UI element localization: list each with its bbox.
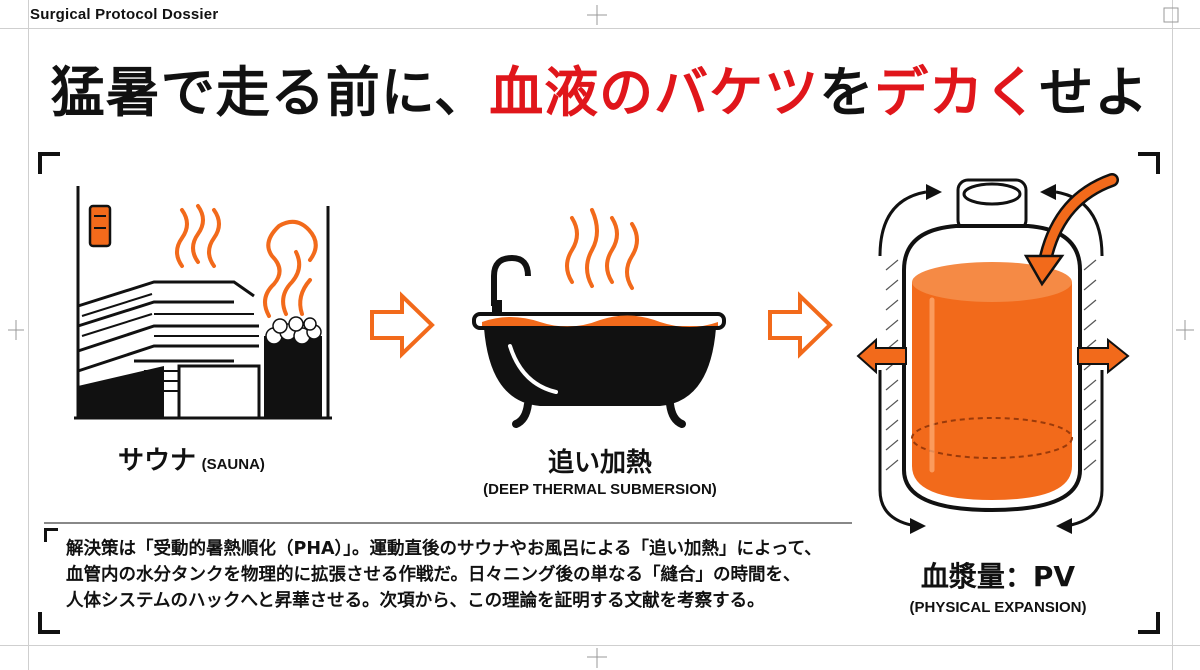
bath-label-en: (DEEP THERMAL SUBMERSION) xyxy=(483,481,717,498)
body-line-1: 解決策は「受動的暑熱順化（PHA）」。運動直後のサウナやお風呂による「追い加熱」… xyxy=(66,539,822,559)
bathtub-icon xyxy=(472,208,726,428)
title-part-3: を xyxy=(819,61,875,124)
body-paragraph: 解決策は「受動的暑熱順化（PHA）」。運動直後のサウナやお風呂による「追い加熱」… xyxy=(66,536,866,614)
dossier-header-label: Surgical Protocol Dossier xyxy=(30,6,219,23)
plasma-tank-icon xyxy=(856,173,1130,534)
body-line-2: 血管内の水分タンクを物理的に拡張させる作戦だ。日々ニング後の単なる「縫合」の時間… xyxy=(66,565,801,585)
title-part-2: 血液のバケツ xyxy=(489,61,820,124)
arrow-right-icon-1 xyxy=(370,291,435,359)
body-text-bracket-top xyxy=(44,522,852,524)
corner-top-right xyxy=(1138,152,1160,174)
body-text-bracket-corner-h xyxy=(44,528,58,531)
bath-label-jp: 追い加熱 xyxy=(547,448,652,478)
corner-bottom-left xyxy=(38,612,60,634)
arrow-right-icon-2 xyxy=(768,291,833,359)
sauna-label-jp: サウナ xyxy=(118,446,197,476)
sauna-icon xyxy=(74,186,332,420)
plasma-label-jp: 血漿量：PV xyxy=(920,560,1076,593)
body-line-3: 人体システムのハックへと昇華させる。次項から、この理論を証明する文献を考察する。 xyxy=(66,591,765,611)
diagram-panel xyxy=(38,152,1160,634)
title-part-4: デカく xyxy=(874,61,1040,124)
frame-bottom-line xyxy=(0,645,1200,646)
sauna-label-en: (SAUNA) xyxy=(201,456,265,473)
corner-top-left xyxy=(38,152,60,174)
step-caption-sauna: サウナ (SAUNA) xyxy=(118,440,265,477)
step-caption-plasma: 血漿量：PV (PHYSICAL EXPANSION) xyxy=(878,555,1118,616)
frame-top-line xyxy=(0,28,1200,29)
title-part-1: 猛暑で走る前に、 xyxy=(50,61,490,124)
page-title: 猛暑で走る前に、血液のバケツをデカくせよ xyxy=(0,48,1200,127)
frame-left-line xyxy=(28,0,29,670)
frame-right-line xyxy=(1172,0,1173,670)
corner-bottom-right xyxy=(1138,612,1160,634)
title-part-5: せよ xyxy=(1039,61,1150,124)
step-caption-bath: 追い加熱 (DEEP THERMAL SUBMERSION) xyxy=(450,442,750,498)
body-text-bracket-corner-v xyxy=(44,528,47,542)
plasma-label-en: (PHYSICAL EXPANSION) xyxy=(909,599,1087,616)
